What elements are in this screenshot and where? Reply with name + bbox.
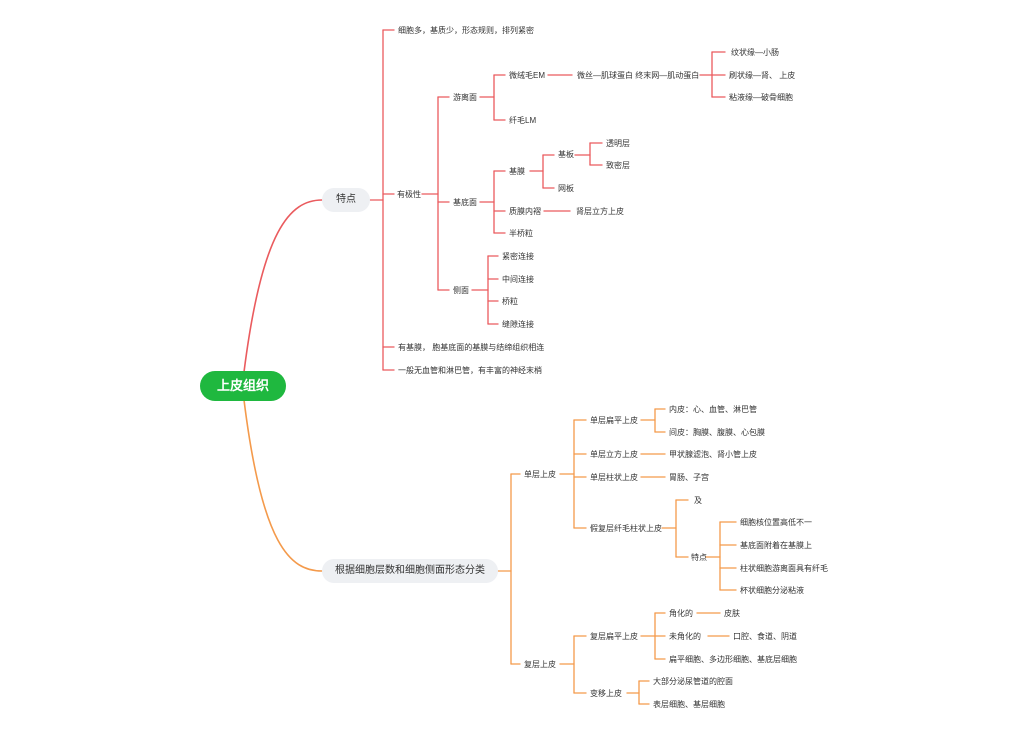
node-transitional-location[interactable]: 大部分泌尿管道的腔面: [653, 677, 733, 686]
node-lamina-lucida[interactable]: 透明层: [606, 139, 630, 148]
node-stratified-epithelium[interactable]: 复层上皮: [524, 660, 556, 669]
connector-root-lower: [243, 399, 323, 572]
node-keratinized[interactable]: 角化的: [669, 609, 693, 618]
connector-root-upper: [243, 199, 323, 373]
node-microvilli[interactable]: 微绒毛EM: [509, 71, 545, 80]
node-simple-cuboidal-detail[interactable]: 甲状腺滤泡、肾小管上皮: [669, 450, 757, 459]
node-intermediate-junction[interactable]: 中间连接: [502, 275, 534, 284]
node-infolding[interactable]: 质膜内褶: [509, 207, 541, 216]
node-simple-columnar-detail[interactable]: 胃肠、子宫: [669, 473, 709, 482]
node-mesothelium[interactable]: 间皮：胸膜、腹膜、心包膜: [669, 428, 765, 437]
node-pseudostratified[interactable]: 假复层纤毛柱状上皮: [590, 524, 662, 533]
node-tight-junction[interactable]: 紧密连接: [502, 252, 534, 261]
node-microvilli-detail[interactable]: 微丝—肌球蛋白 终末网—肌动蛋白: [577, 71, 700, 80]
node-cilia[interactable]: 纤毛LM: [509, 116, 537, 125]
node-nonkeratinized-detail[interactable]: 口腔、食道、阴道: [733, 632, 797, 641]
node-brush-border[interactable]: 刷状缘—肾、 上皮: [729, 71, 796, 80]
node-striated-border[interactable]: 纹状缘—小肠: [731, 48, 779, 57]
node-free-surface[interactable]: 游离面: [453, 93, 477, 102]
node-infolding-detail[interactable]: 肾层立方上皮: [576, 207, 624, 216]
node-features[interactable]: 特点: [322, 188, 370, 212]
node-hemidesmosome[interactable]: 半桥粒: [509, 229, 533, 238]
root-node[interactable]: 上皮组织: [200, 371, 286, 401]
node-feature-goblet[interactable]: 杯状细胞分泌粘液: [740, 586, 804, 595]
node-basal-lamina[interactable]: 基板: [558, 150, 574, 159]
node-feature-4[interactable]: 一般无血管和淋巴管，有丰富的神经末梢: [398, 366, 542, 375]
node-nonkeratinized[interactable]: 未角化的: [669, 632, 701, 641]
node-simple-cuboidal[interactable]: 单层立方上皮: [590, 450, 638, 459]
node-classification[interactable]: 根据细胞层数和细胞侧面形态分类: [322, 559, 498, 583]
node-polarity[interactable]: 有极性: [397, 190, 421, 199]
node-lateral-surface[interactable]: 侧面: [453, 286, 469, 295]
node-desmosome[interactable]: 桥粒: [502, 297, 518, 306]
node-feature-cilia[interactable]: 柱状细胞游离面具有纤毛: [740, 564, 828, 573]
node-feature-nuclei[interactable]: 细胞核位置高低不一: [740, 518, 812, 527]
node-transitional[interactable]: 变移上皮: [590, 689, 622, 698]
node-transitional-cells[interactable]: 表层细胞、基层细胞: [653, 700, 725, 709]
node-pseudostratified-location[interactable]: 及: [694, 496, 702, 505]
node-gap-junction[interactable]: 缝隙连接: [502, 320, 534, 329]
node-feature-1[interactable]: 细胞多，基质少，形态规则，排列紧密: [398, 26, 534, 35]
node-feature-3[interactable]: 有基膜， 胞基底面的基膜与结缔组织相连: [398, 343, 545, 352]
node-simple-squamous[interactable]: 单层扁平上皮: [590, 416, 638, 425]
node-stratified-squamous-note[interactable]: 扁平细胞、多边形细胞、基底层细胞: [669, 655, 797, 664]
node-lamina-densa[interactable]: 致密层: [606, 161, 630, 170]
node-stratified-squamous[interactable]: 复层扁平上皮: [590, 632, 638, 641]
node-keratinized-detail[interactable]: 皮肤: [724, 609, 740, 618]
node-endothelium[interactable]: 内皮：心、血管、淋巴管: [669, 405, 757, 414]
node-pseudostratified-features[interactable]: 特点: [691, 553, 707, 562]
node-simple-columnar[interactable]: 单层柱状上皮: [590, 473, 638, 482]
node-basal-surface[interactable]: 基底面: [453, 198, 477, 207]
node-basement-membrane[interactable]: 基膜: [509, 167, 525, 176]
node-simple-epithelium[interactable]: 单层上皮: [524, 470, 556, 479]
node-reticular-lamina[interactable]: 网板: [558, 184, 574, 193]
node-ruffled-border[interactable]: 粘液缘—破骨细胞: [729, 93, 793, 102]
node-feature-basal[interactable]: 基底面附着在基膜上: [740, 541, 812, 550]
